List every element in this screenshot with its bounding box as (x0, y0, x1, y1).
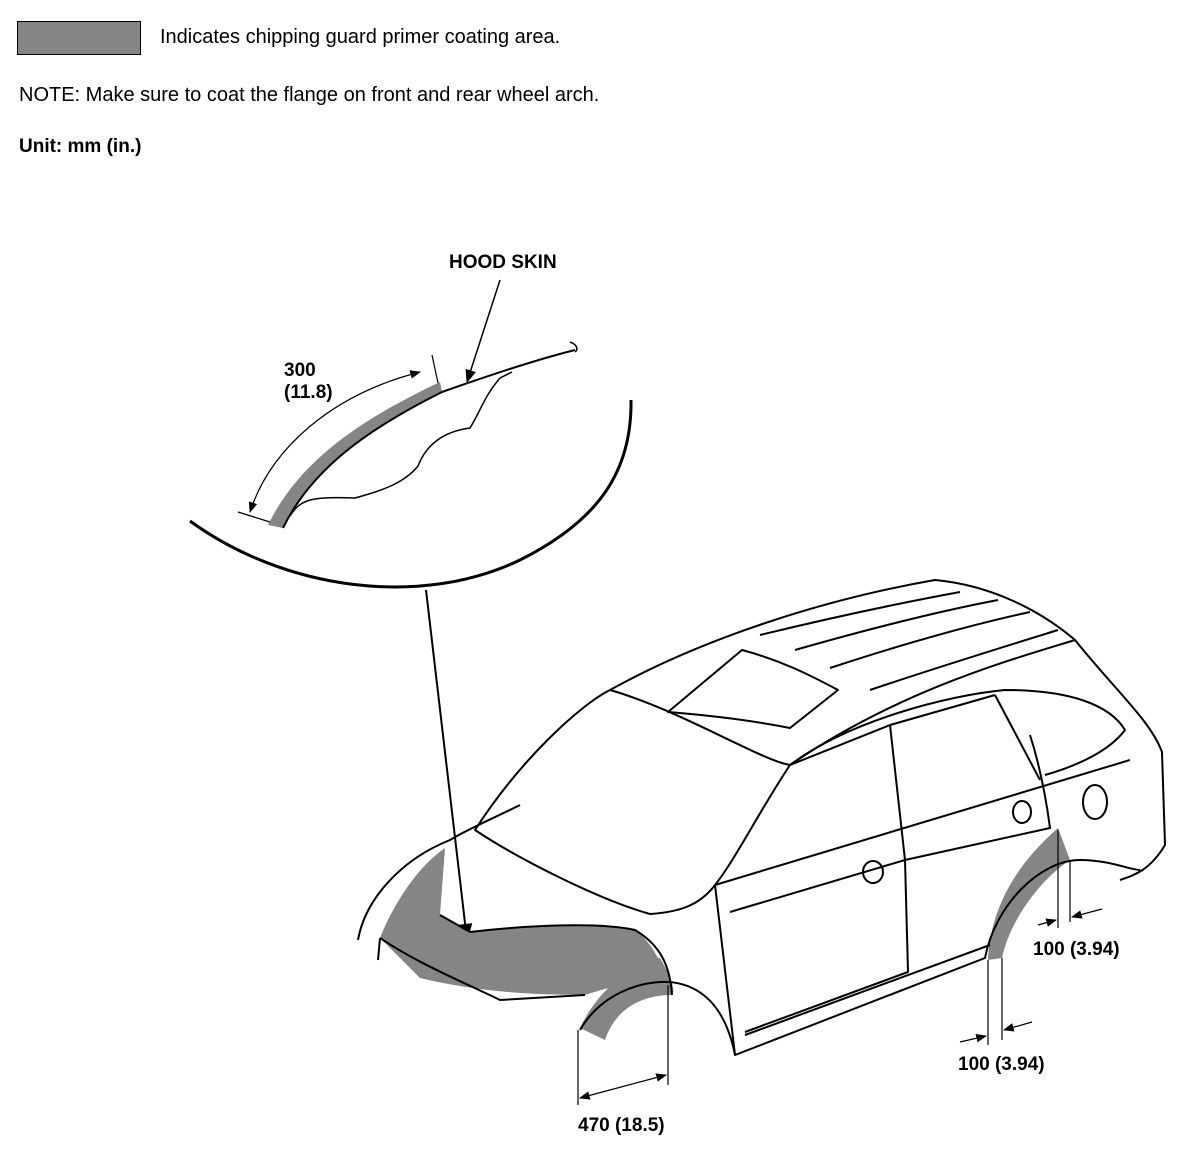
rocker-line (744, 944, 991, 1036)
hood-dim-mm-label: 300 (284, 360, 316, 381)
rear-door-handle (1012, 800, 1032, 824)
hood-end-hook (569, 341, 578, 353)
hood-dim-in-label: (11.8) (284, 382, 333, 403)
sunroof (667, 649, 839, 729)
rear-arch-upper-dim-label: 100 (3.94) (1033, 939, 1120, 960)
body-crease (714, 759, 1131, 886)
hood-detail-view (189, 279, 633, 589)
front-arch-dim-label: 470 (18.5) (578, 1115, 665, 1136)
front-dim-line (578, 1073, 668, 1100)
car-body (357, 579, 1166, 1056)
unit-text: Unit: mm (in.) (19, 136, 142, 157)
hood-dim-arc (248, 370, 422, 514)
rear-upper-dim-1 (1037, 918, 1058, 927)
roof-rail-4 (869, 629, 1059, 691)
front-arch (579, 980, 736, 1056)
rear-door (889, 724, 1051, 861)
hood-outline (357, 804, 586, 1001)
side-lower (714, 859, 1141, 1056)
roof-rail-3 (829, 611, 1031, 669)
hood-skin-label: HOOD SKIN (449, 252, 557, 273)
car-dimensions (577, 830, 1103, 1105)
hood-front-edge (439, 914, 471, 933)
front-arch-coating (580, 958, 674, 1040)
rear-arch-lower-dim-label: 100 (3.94) (958, 1054, 1045, 1075)
rear-arch-coating (988, 828, 1070, 960)
hood-coating-area (380, 848, 668, 995)
front-door (729, 859, 909, 1033)
side-upper (789, 689, 1126, 776)
fuel-door (1082, 784, 1108, 820)
legend-swatch (17, 21, 141, 55)
hood-dim-ext-1 (237, 511, 271, 523)
rear-lower-dim-2 (1002, 1021, 1033, 1032)
rear-upper-dim-2 (1070, 908, 1103, 919)
hood-dim-ext-2 (431, 354, 439, 384)
hood-skin-leader (465, 279, 501, 384)
note-text: NOTE: Make sure to coat the flange on fr… (19, 84, 600, 106)
rear-lower-dim-1 (959, 1033, 988, 1043)
hood-coating-strip (268, 382, 442, 528)
rear-window-pillar (994, 694, 1041, 781)
detail-circle-arc (189, 399, 633, 589)
hood-skin-line (282, 349, 576, 529)
roof-outline (609, 579, 1076, 766)
windshield (474, 689, 791, 915)
hood-panel (469, 924, 673, 996)
front-door-handle (862, 860, 884, 884)
front-window-line (789, 694, 996, 766)
legend-text: Indicates chipping guard primer coating … (160, 26, 561, 48)
roof-rail-1 (759, 591, 961, 636)
rear-pillar (1074, 639, 1166, 881)
roof-rail-2 (794, 599, 999, 651)
detail-to-hood-leader (425, 589, 473, 942)
